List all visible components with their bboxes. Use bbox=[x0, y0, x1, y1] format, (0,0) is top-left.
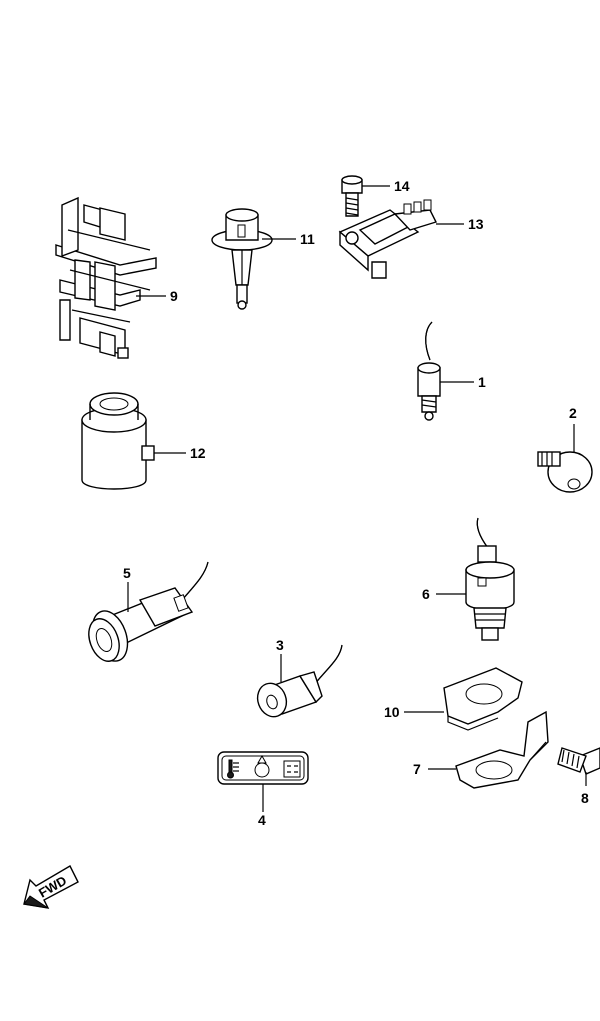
callout-1: 1 bbox=[478, 374, 486, 390]
part-13-map-sensor[interactable] bbox=[338, 199, 437, 279]
callout-3: 3 bbox=[276, 637, 284, 653]
part-1-sensor[interactable] bbox=[417, 321, 441, 421]
part-8-bolt[interactable] bbox=[557, 747, 600, 775]
part-4-label[interactable] bbox=[217, 751, 309, 785]
fwd-arrow-icon: FWD bbox=[23, 865, 79, 909]
callout-7: 7 bbox=[413, 761, 421, 777]
callout-14: 14 bbox=[394, 178, 410, 194]
battery-icon bbox=[283, 760, 301, 778]
callout-12: 12 bbox=[190, 445, 206, 461]
callout-11: 11 bbox=[300, 231, 315, 247]
part-9-harness-bracket[interactable] bbox=[55, 196, 157, 359]
thermometer-icon bbox=[227, 759, 239, 779]
callout-8: 8 bbox=[581, 790, 589, 806]
part-5-connector[interactable] bbox=[83, 561, 209, 666]
part-6-pressure-switch[interactable] bbox=[465, 517, 515, 641]
part-14-bolt[interactable] bbox=[341, 175, 363, 217]
callout-6: 6 bbox=[422, 586, 430, 602]
part-12-boot[interactable] bbox=[81, 392, 155, 490]
callout-13: 13 bbox=[468, 216, 484, 232]
part-7-bracket[interactable] bbox=[455, 710, 549, 789]
callout-10: 10 bbox=[384, 704, 400, 720]
part-3-connector[interactable] bbox=[253, 644, 343, 721]
callout-9: 9 bbox=[170, 288, 178, 304]
callout-2: 2 bbox=[569, 405, 577, 421]
callout-4: 4 bbox=[258, 812, 266, 828]
callout-5: 5 bbox=[123, 565, 131, 581]
oil-can-icon bbox=[254, 754, 270, 778]
part-2-knock-sensor[interactable] bbox=[537, 451, 593, 493]
part-11-sensor[interactable] bbox=[211, 208, 273, 310]
part-10-gasket[interactable] bbox=[443, 667, 523, 731]
